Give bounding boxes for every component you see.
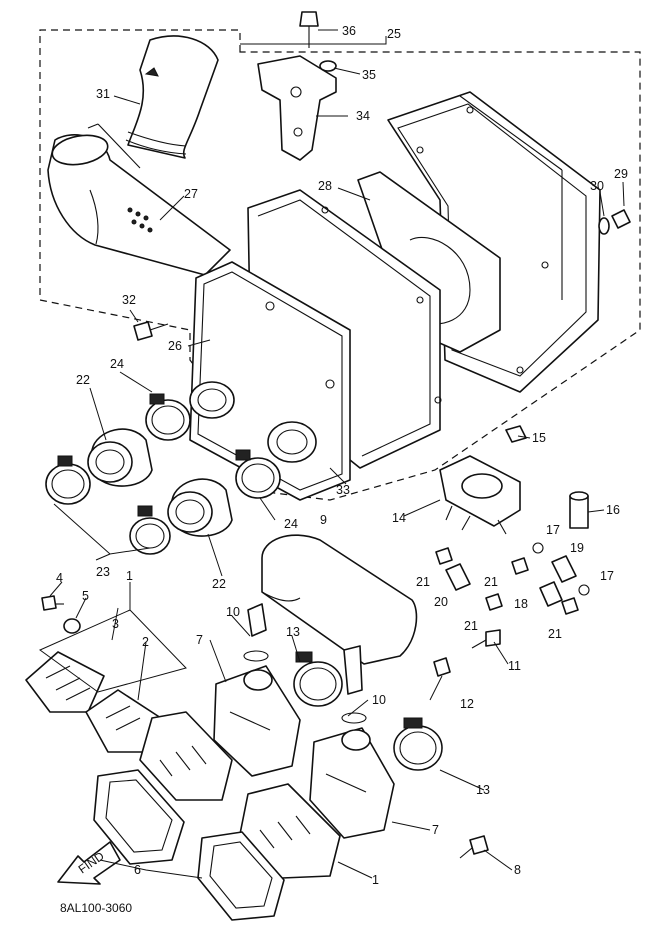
callout-13a: 13: [286, 625, 300, 639]
callout-22b: 22: [212, 577, 226, 591]
callout-3: 3: [112, 617, 119, 631]
callout-17a: 17: [546, 523, 560, 537]
callout-34: 34: [356, 109, 370, 123]
callout-10a: 10: [226, 605, 240, 619]
callout-23: 23: [96, 565, 110, 579]
intake-duct-31: [125, 35, 219, 159]
callout-19: 19: [570, 541, 584, 555]
gasket-6-lower: [197, 831, 285, 921]
hose-18: [539, 581, 563, 607]
silencer-9: [247, 534, 418, 695]
joint-22-left: [87, 428, 153, 487]
callout-8: 8: [514, 863, 521, 877]
callout-21b: 21: [484, 575, 498, 589]
manifold-7-lower: [309, 727, 395, 839]
cap-16: [569, 491, 589, 529]
callout-36: 36: [342, 24, 356, 38]
callout-31: 31: [96, 87, 110, 101]
callout-27: 27: [184, 187, 198, 201]
callout-24b: 24: [284, 517, 298, 531]
callout-24a: 24: [110, 357, 124, 371]
callout-20: 20: [434, 595, 448, 609]
callout-13b: 13: [476, 783, 490, 797]
clamp-23-right: [129, 505, 171, 555]
callout-6: 6: [134, 863, 141, 877]
callout-1b: 1: [372, 873, 379, 887]
callout-17b: 17: [600, 569, 614, 583]
callout-26: 26: [168, 339, 182, 353]
hose-19: [551, 555, 577, 583]
bolt-11: [471, 629, 501, 649]
callout-10b: 10: [372, 693, 386, 707]
callout-labels: 36 25 35 34 31 27 28 29 30 32 26 24 22 1…: [56, 24, 628, 915]
clamp-23-left: [45, 455, 91, 505]
reed-valve-1-upper: [139, 711, 233, 801]
callout-11: 11: [508, 659, 521, 673]
air-box-front-plate: [189, 261, 351, 501]
callout-15: 15: [532, 431, 546, 445]
reed-stopper-3: [25, 651, 105, 713]
nut-15: [505, 425, 527, 443]
callout-4: 4: [56, 571, 63, 585]
callout-12: 12: [460, 697, 474, 711]
callout-7b: 7: [432, 823, 439, 837]
clip-17a: [532, 542, 544, 554]
screw-4: [41, 595, 64, 611]
gasket-6-upper: [93, 769, 185, 865]
callout-28: 28: [318, 179, 332, 193]
hose-clamp-13-lower: [393, 717, 443, 771]
callout-33: 33: [336, 483, 350, 497]
callout-18: 18: [514, 597, 528, 611]
bracket-34: [257, 55, 337, 161]
breather-body-14: [439, 455, 521, 535]
nut-35: [319, 60, 337, 72]
callout-14: 14: [392, 511, 406, 525]
air-duct-27: [47, 123, 231, 276]
callout-21a: 21: [416, 575, 430, 589]
clamp-24-right: [235, 449, 281, 499]
manifold-7-upper: [213, 665, 301, 777]
washer-30: [598, 217, 610, 235]
washer-5: [63, 618, 81, 634]
bolt-32: [133, 321, 169, 341]
diagram-code: 8AL100-3060: [60, 901, 132, 915]
callout-21c: 21: [464, 619, 478, 633]
callout-29: 29: [614, 167, 628, 181]
joint-22-right: [167, 478, 233, 537]
bolt-36: [299, 11, 319, 48]
air-cleaner-cover: [387, 91, 601, 393]
callout-30: 30: [590, 179, 604, 193]
nut-12: [433, 657, 451, 677]
clamp-24-left: [145, 393, 191, 441]
screw-29: [611, 209, 631, 229]
callout-5: 5: [82, 589, 89, 603]
callout-35: 35: [362, 68, 376, 82]
callout-25: 25: [387, 27, 401, 41]
callout-9: 9: [320, 513, 327, 527]
callout-7a: 7: [196, 633, 203, 647]
clip-10: [243, 650, 367, 724]
clip-17b: [578, 584, 590, 596]
callout-21d: 21: [548, 627, 562, 641]
callout-16: 16: [606, 503, 620, 517]
callout-22a: 22: [76, 373, 90, 387]
hose-20: [445, 563, 471, 591]
fitting-21: [435, 547, 579, 615]
callout-2: 2: [142, 635, 149, 649]
leader-lines: [39, 29, 625, 879]
find-arrow-icon: FIND: [57, 841, 121, 885]
hose-clamp-13-upper: [293, 651, 343, 707]
callout-32: 32: [122, 293, 136, 307]
bolt-8: [459, 835, 489, 859]
callout-1a: 1: [126, 569, 133, 583]
